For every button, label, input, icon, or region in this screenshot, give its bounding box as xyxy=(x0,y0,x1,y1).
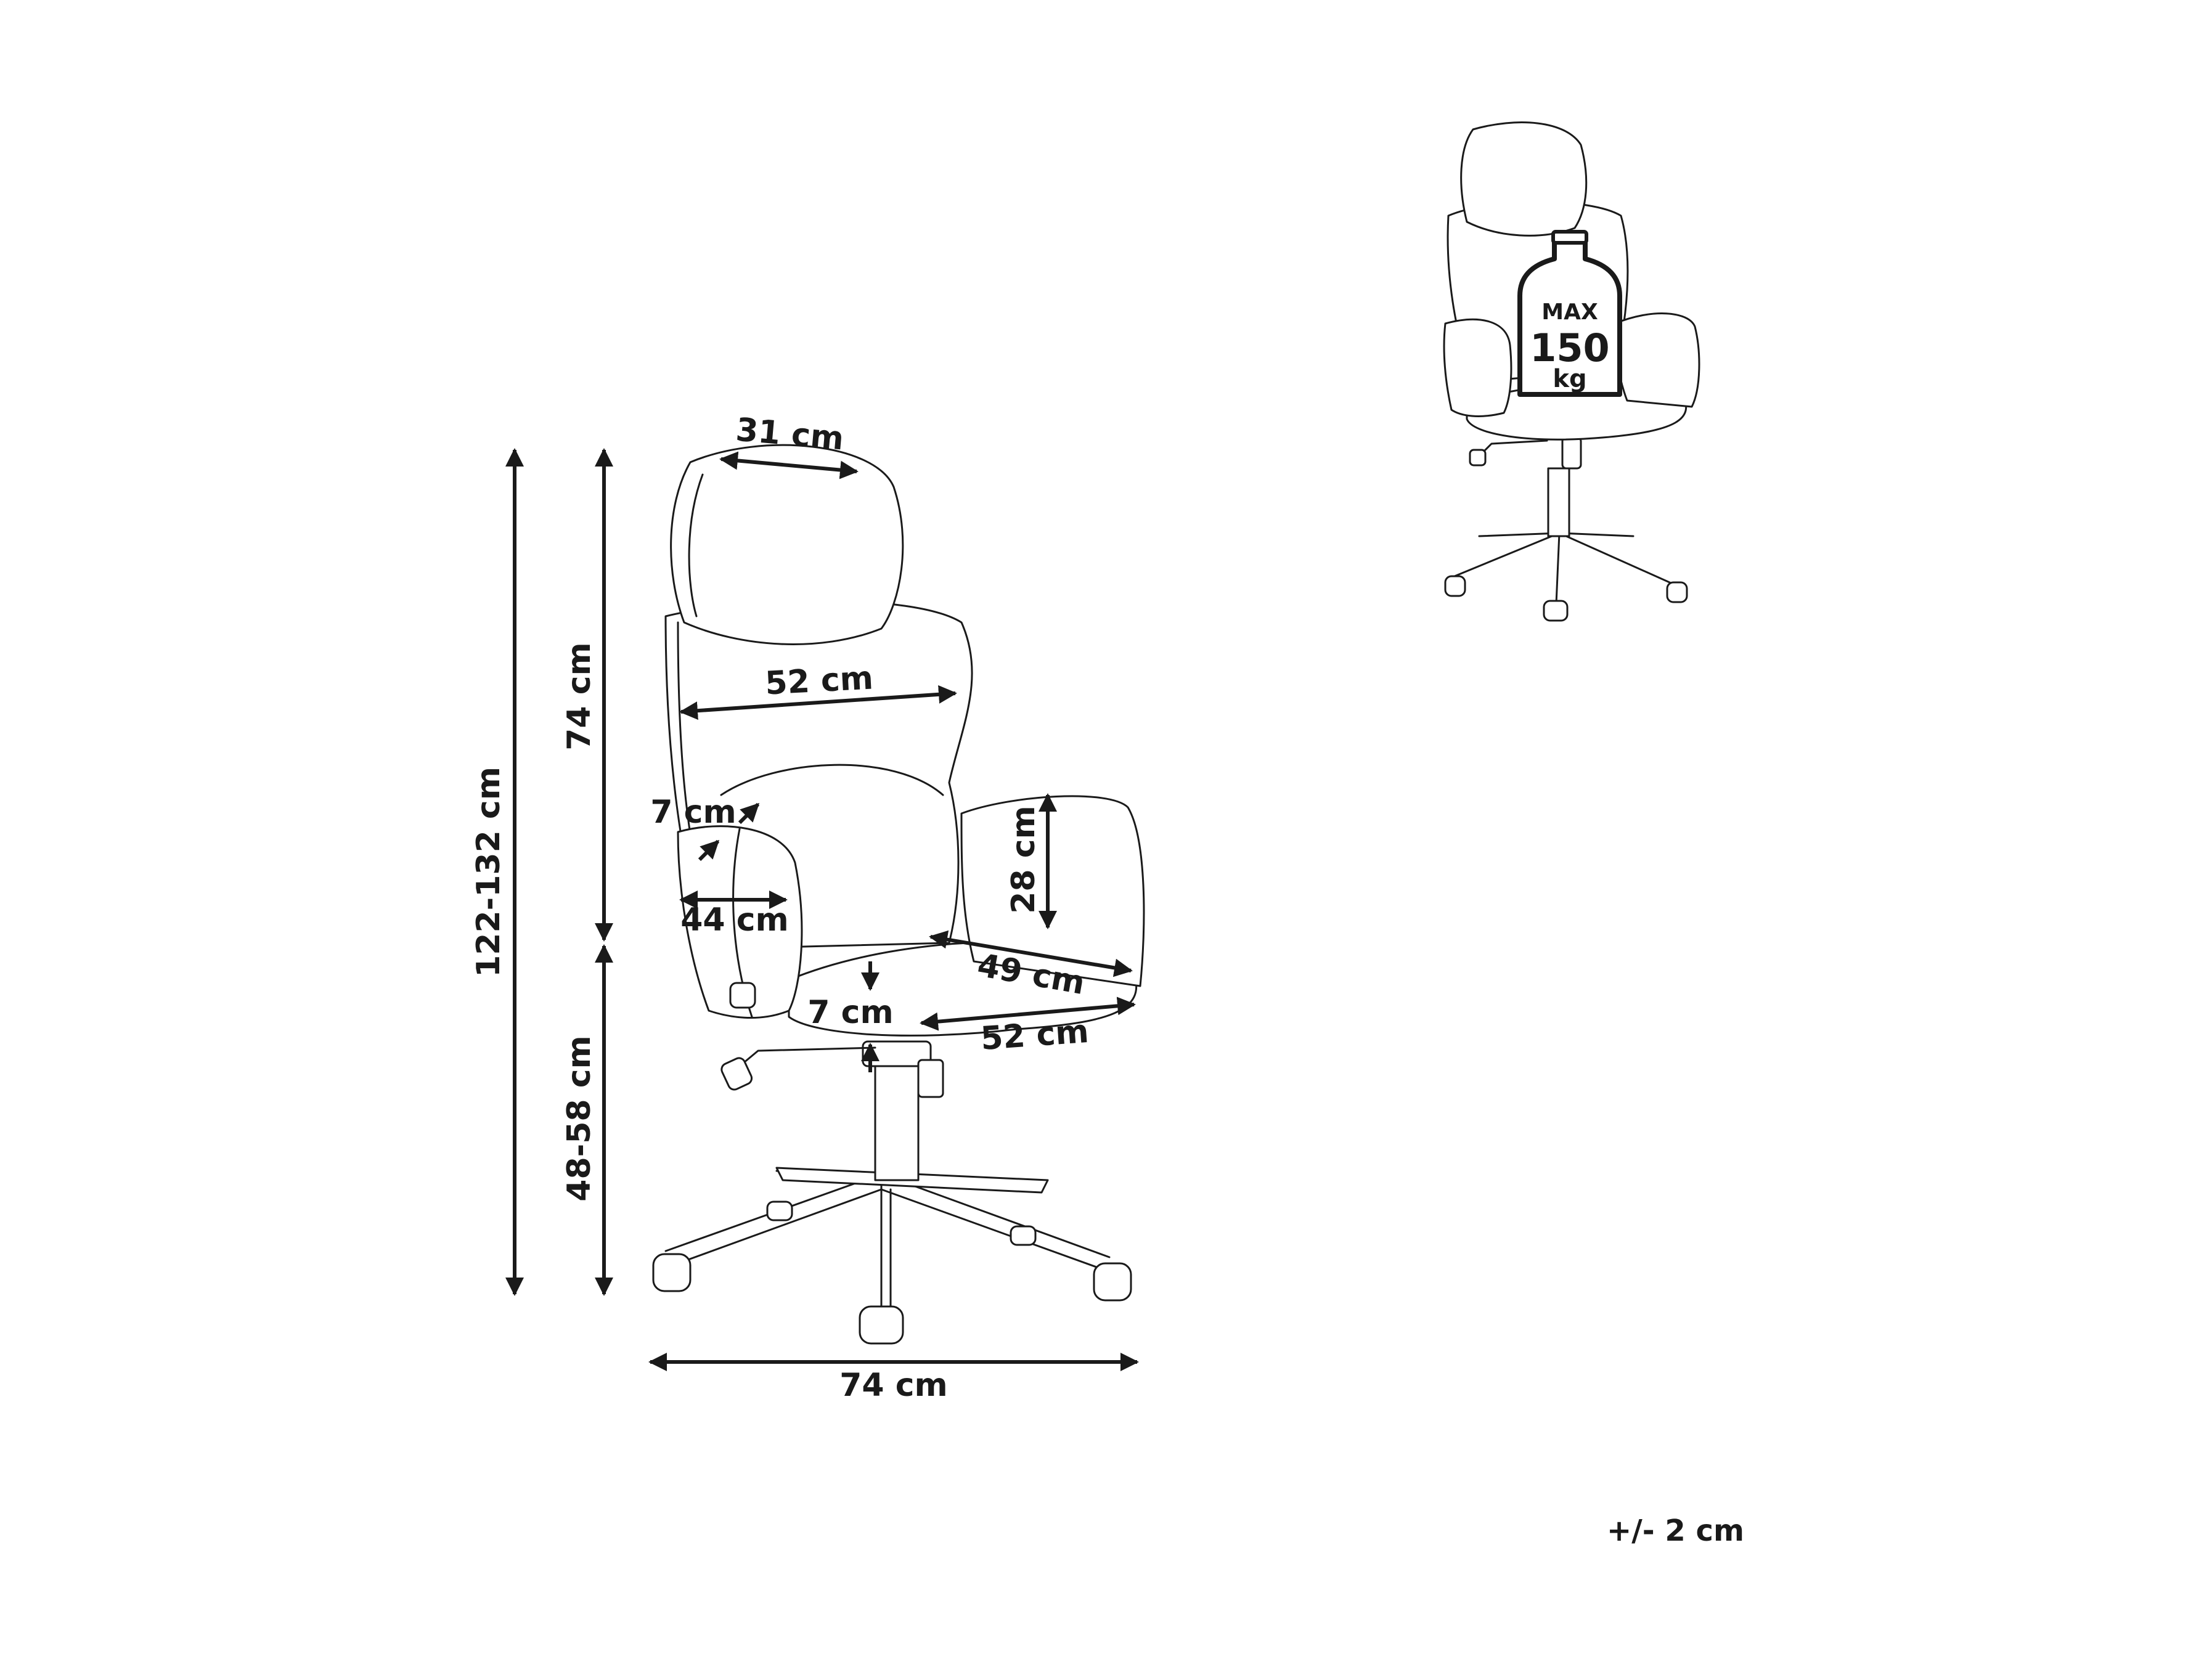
seat-width-arrow xyxy=(920,997,1136,1031)
max-load-value: 150 xyxy=(1530,325,1609,370)
lift-paddle xyxy=(917,1059,944,1098)
back-height-label: 74 cm xyxy=(561,642,598,750)
max-load-unit: kg xyxy=(1553,365,1586,393)
armrest-thickness-arrow-bottom xyxy=(698,839,720,862)
headrest xyxy=(670,444,904,645)
headrest-width-arrow xyxy=(719,451,859,479)
seat-height-label: 48-58 cm xyxy=(561,1035,598,1201)
chair-illustration xyxy=(652,444,1145,1345)
small-chair-illustration: MAX 150 kg xyxy=(1443,121,1700,622)
armrest-length-label: 44 cm xyxy=(680,902,788,939)
max-label: MAX xyxy=(1541,300,1598,325)
armrest-thickness-label: 7 cm xyxy=(650,794,736,831)
height-lever xyxy=(720,1057,753,1091)
chair-base xyxy=(652,1167,1132,1345)
seat-width-label: 52 cm xyxy=(979,1013,1090,1058)
gas-lift xyxy=(874,1059,920,1181)
seat-depth-arrow xyxy=(929,930,1133,977)
tolerance-note: +/- 2 cm xyxy=(1607,1514,1744,1548)
base-width-label: 74 cm xyxy=(839,1367,947,1404)
backrest-height-label: 28 cm xyxy=(1005,805,1042,913)
backrest-width-arrow xyxy=(679,685,957,720)
seat-thickness-label: 7 cm xyxy=(807,994,893,1031)
dimension-arrows xyxy=(505,448,1139,1371)
left-armrest xyxy=(677,825,803,1019)
total-height-label: 122-132 cm xyxy=(470,767,507,977)
backrest-width-label: 52 cm xyxy=(764,659,874,702)
weight-icon: MAX 150 kg xyxy=(1517,230,1622,397)
armrest-thickness-arrow-top xyxy=(738,802,760,825)
